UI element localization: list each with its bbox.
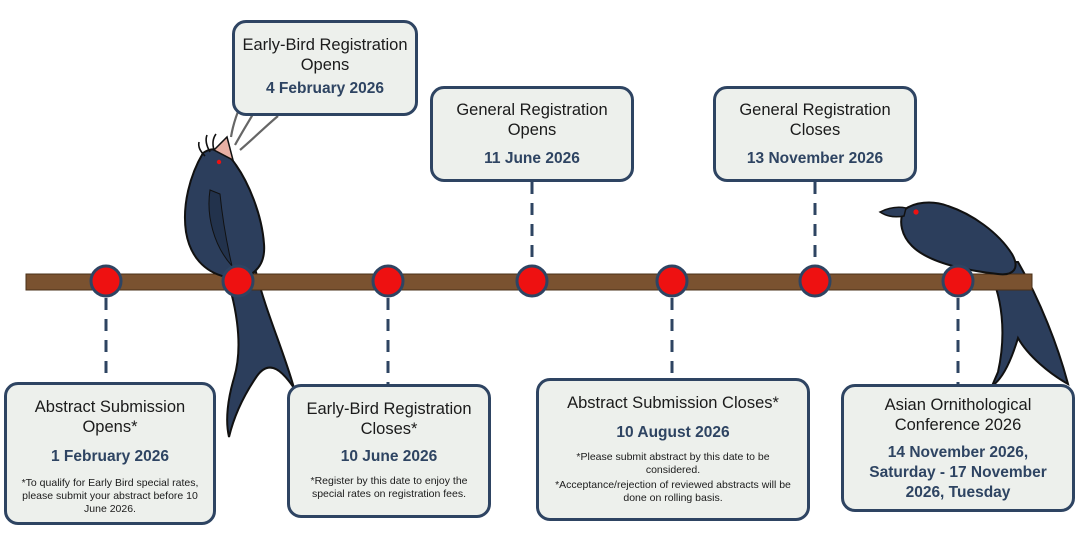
box-early-bird-open: Early-Bird Registration Opens 4 February… [232, 20, 418, 116]
marker-abstract-open [89, 264, 123, 298]
box-abstract-close: Abstract Submission Closes* 10 August 20… [536, 378, 810, 521]
general-open-date: 11 June 2026 [484, 150, 580, 167]
left-bird-eye [216, 159, 222, 165]
general-close-title: General Registration Closes [739, 101, 891, 139]
early-bird-open-date: 4 February 2026 [265, 80, 385, 97]
abstract-close-note-2: *Acceptance/rejection of reviewed abstra… [555, 479, 791, 504]
conference-date: 14 November 2026, Saturday - 17 November… [869, 444, 1047, 501]
early-bird-close-date: 10 June 2026 [340, 448, 438, 465]
right-bird-body [900, 201, 1017, 276]
box-general-open: General Registration Opens 11 June 2026 [430, 86, 634, 182]
abstract-open-note: *To qualify for Early Bird special rates… [21, 477, 199, 515]
box-conference: Asian Ornithological Conference 2026 14 … [841, 384, 1075, 512]
right-bird-eye [913, 209, 919, 215]
marker-general-open [515, 264, 549, 298]
general-open-title: General Registration Opens [456, 101, 608, 139]
abstract-close-title: Abstract Submission Closes* [567, 394, 779, 412]
box-abstract-open: Abstract Submission Opens* 1 February 20… [4, 382, 216, 525]
marker-early-bird-close [371, 264, 405, 298]
abstract-open-date: 1 February 2026 [50, 448, 170, 465]
abstract-close-date: 10 August 2026 [616, 424, 730, 441]
marker-conference [941, 264, 975, 298]
left-bird-beak [212, 135, 235, 162]
right-bird-tail [983, 261, 1070, 389]
abstract-open-title: Abstract Submission Opens* [34, 398, 186, 436]
box-early-bird-close: Early-Bird Registration Closes* 10 June … [287, 384, 491, 518]
marker-abstract-close [655, 264, 689, 298]
marker-early-bird-open [221, 264, 255, 298]
conference-title: Asian Ornithological Conference 2026 [884, 396, 1032, 434]
left-bird-body [183, 148, 266, 279]
markers [89, 264, 975, 298]
early-bird-close-note: *Register by this date to enjoy the spec… [310, 475, 468, 500]
box-general-close: General Registration Closes 13 November … [713, 86, 917, 182]
abstract-close-note-1: *Please submit abstract by this date to … [576, 451, 770, 476]
marker-general-close [798, 264, 832, 298]
right-bird-beak [878, 206, 907, 218]
left-bird-crest [197, 133, 217, 157]
left-bird-tail [220, 263, 295, 438]
general-close-date: 13 November 2026 [746, 150, 884, 167]
early-bird-close-title: Early-Bird Registration Closes* [306, 400, 472, 438]
early-bird-open-title: Early-Bird Registration Opens [242, 36, 408, 74]
